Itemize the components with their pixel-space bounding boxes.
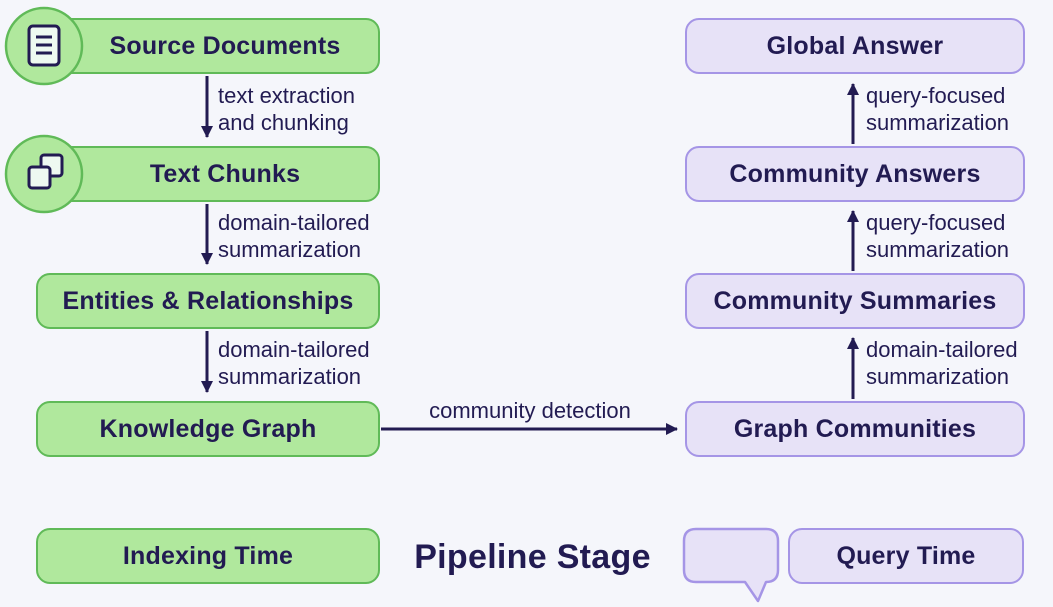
legend-pipeline-stage-title: Pipeline Stage (414, 538, 651, 576)
node-label: Graph Communities (733, 414, 977, 443)
node-knowledge-graph: Knowledge Graph (36, 401, 380, 457)
node-graph-communities: Graph Communities (685, 401, 1025, 457)
node-label: Knowledge Graph (99, 414, 317, 443)
edge-label-domain-tailored-1: domain-tailored summarization (218, 210, 370, 262)
node-label: Entities & Relationships (62, 286, 354, 315)
legend-indexing-time: Indexing Time (36, 528, 380, 584)
node-source-documents: Source Documents (36, 18, 380, 74)
edge-label-community-detection: community detection (429, 398, 631, 423)
node-label: Global Answer (766, 31, 944, 60)
legend-query-time: Query Time (788, 528, 1024, 584)
node-text-chunks: Text Chunks (36, 146, 380, 202)
edge-label-domain-tailored-3: domain-tailored summarization (866, 337, 1018, 389)
node-label: Community Summaries (713, 286, 997, 315)
edge-label-query-focused-1: query-focused summarization (866, 83, 1010, 135)
legend-label: Query Time (836, 541, 976, 570)
edge-label-text-extraction: text extraction and chunking (218, 83, 355, 135)
node-label: Source Documents (109, 31, 341, 60)
speech-bubble-icon (682, 527, 780, 603)
legend-label: Indexing Time (122, 541, 294, 570)
node-community-summaries: Community Summaries (685, 273, 1025, 329)
node-community-answers: Community Answers (685, 146, 1025, 202)
node-label: Text Chunks (149, 159, 301, 188)
edge-label-domain-tailored-2: domain-tailored summarization (218, 337, 370, 389)
node-global-answer: Global Answer (685, 18, 1025, 74)
node-label: Community Answers (729, 159, 981, 188)
edge-label-query-focused-2: query-focused summarization (866, 210, 1010, 262)
node-entities-relationships: Entities & Relationships (36, 273, 380, 329)
